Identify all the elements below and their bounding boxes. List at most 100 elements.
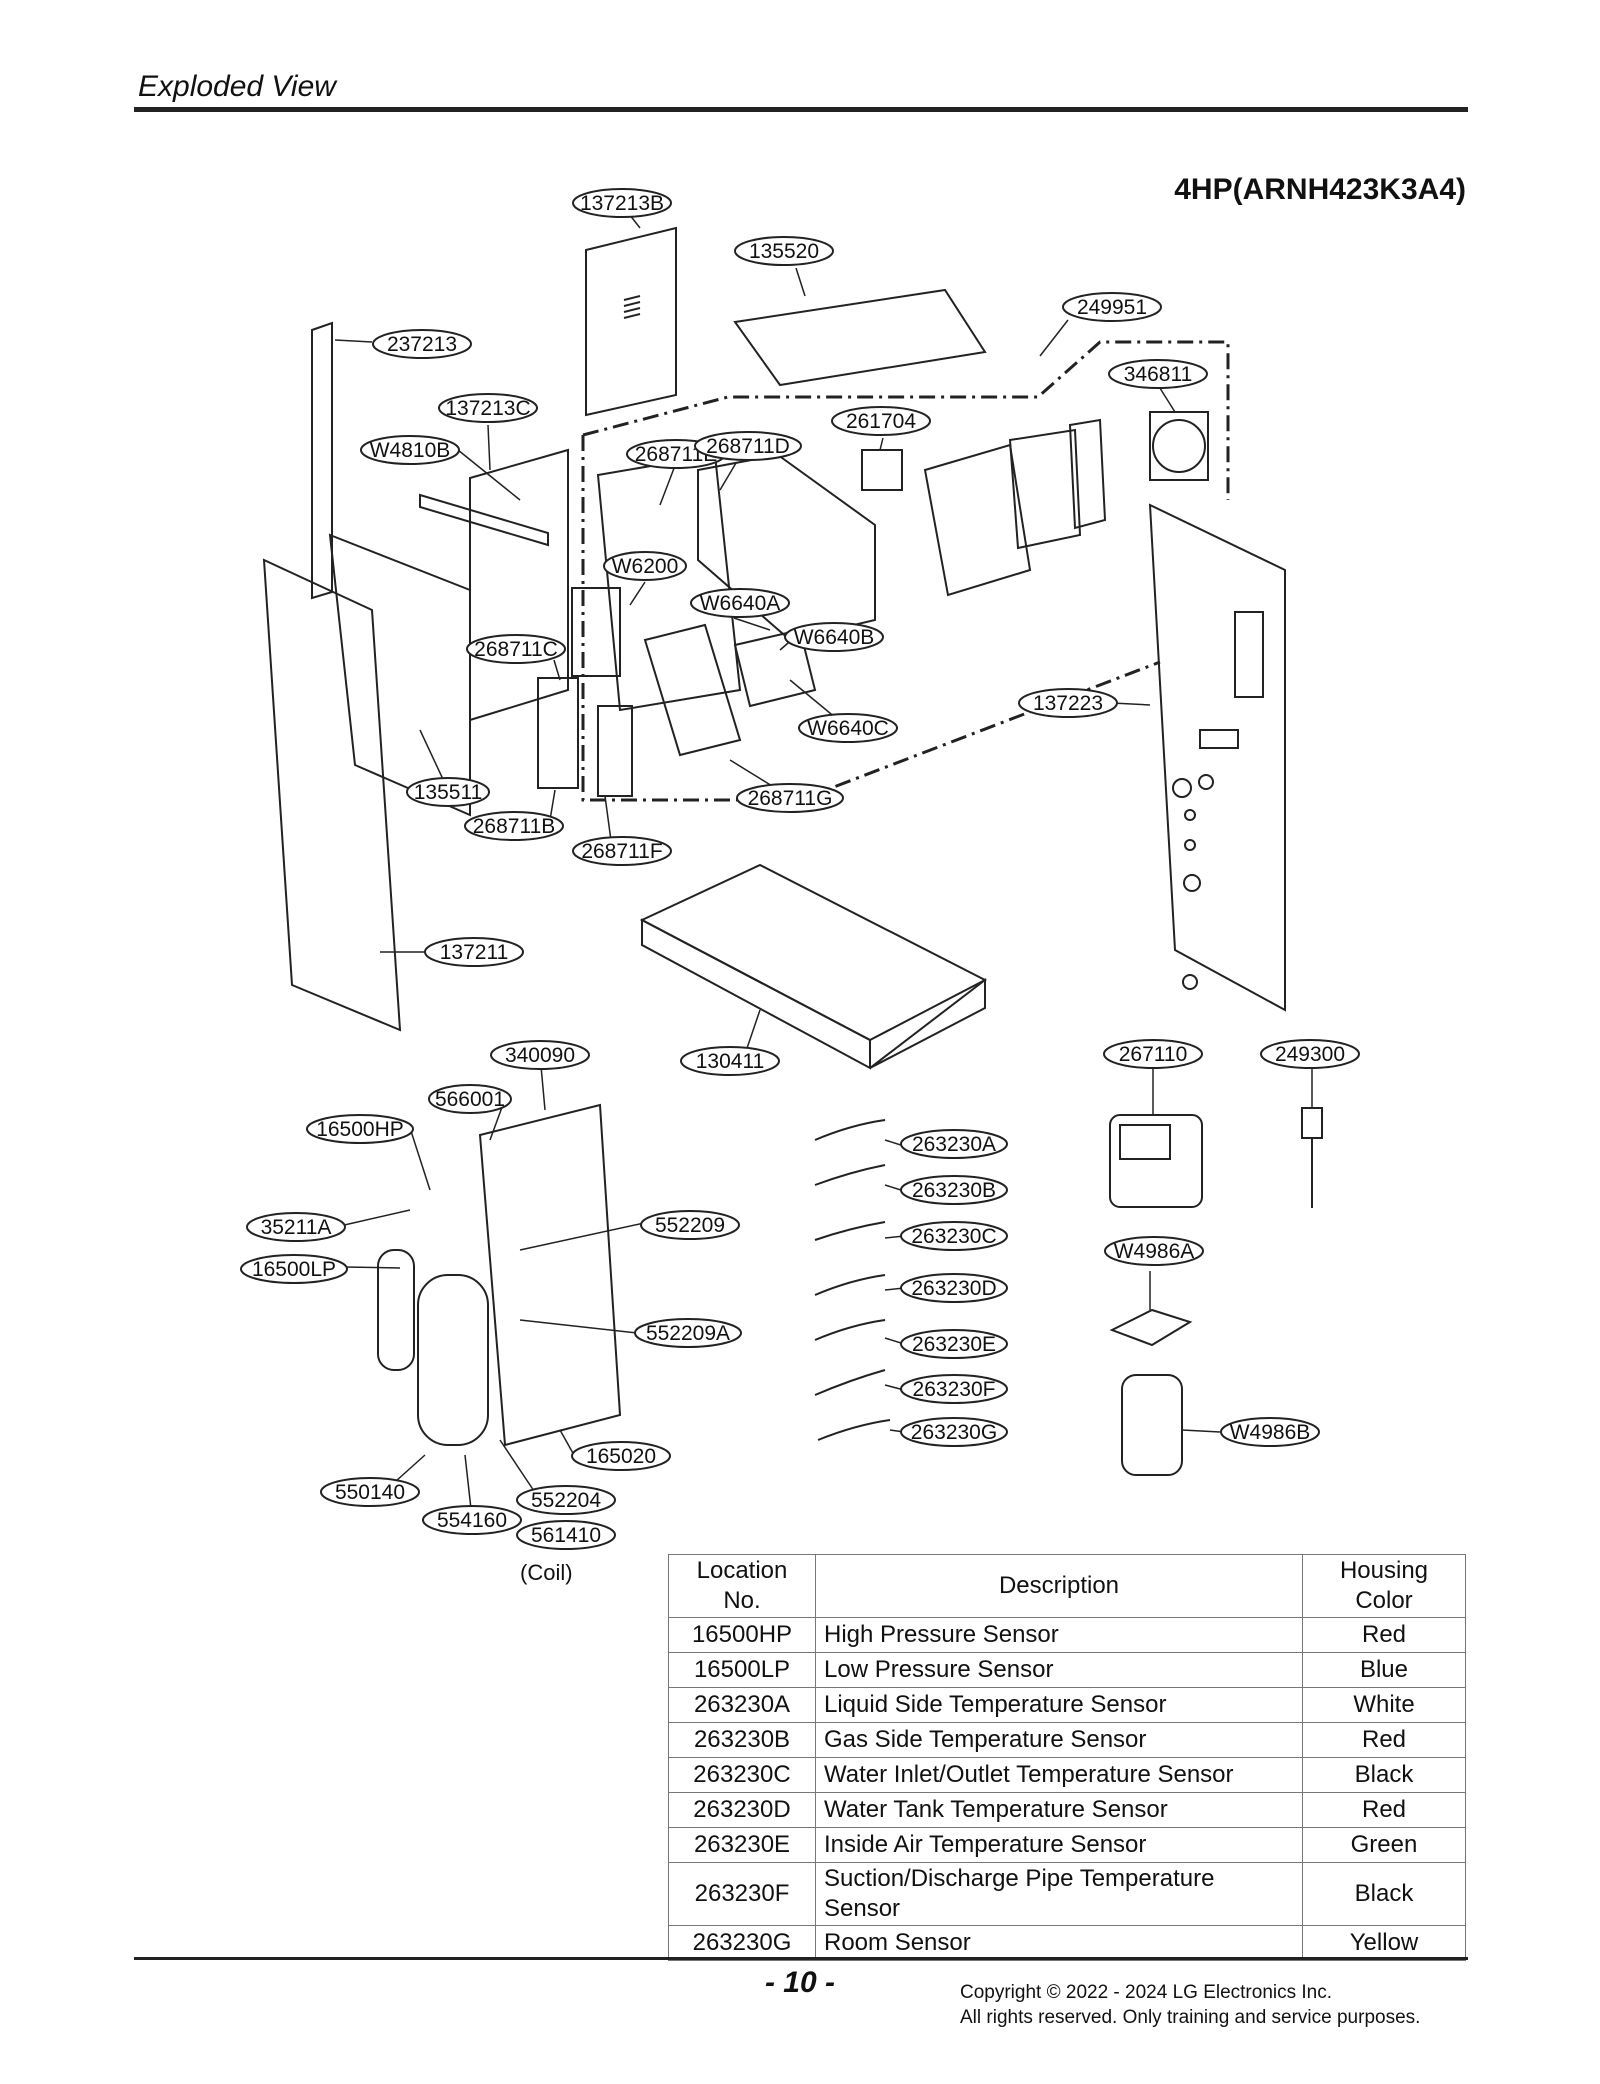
cell-location: 16500LP [668,1652,816,1688]
callout-bubble [798,713,898,743]
callout-label: 249951 [1077,296,1147,319]
callout-label: 137211 [440,941,509,964]
callout-label: 552204 [531,1489,601,1512]
top-panel-part [585,226,677,417]
cell-housing-color: Black [1302,1862,1466,1926]
cell-description: High Pressure Sensor [815,1617,1303,1653]
cell-housing-color: Yellow [1302,1925,1466,1961]
callout-bubble [246,1212,346,1242]
callout-label: W4810B [370,439,451,462]
cell-housing-color: White [1302,1687,1466,1723]
cover-w4986b-part [1121,1374,1183,1476]
callout-bubble [831,406,931,436]
callout-bubble [490,1040,590,1070]
callout-bubble [1260,1039,1360,1069]
page-number: - 10 - [764,1966,836,1999]
frame-part [1008,428,1082,550]
section-title: Exploded View [138,70,336,103]
sensor-263230c-part [814,1221,886,1241]
pcb-main-part [643,623,742,757]
callout-bubble [406,777,490,807]
callout-label: 263230A [912,1133,996,1156]
sensor-263230f-part [814,1369,886,1396]
callout-label: 35211A [261,1216,332,1239]
callout-label: W6640A [700,592,781,615]
callout-label: 263230B [912,1179,996,1202]
cover-plate-part [733,288,987,387]
copyright-notice: Copyright © 2022 - 2024 LG Electronics I… [960,1980,1420,2030]
callout-label: 137213C [445,397,530,420]
callout-bubble [422,1505,522,1535]
frame-part-2 [1068,418,1107,530]
callout-label: 135520 [749,240,819,263]
callout-bubble [734,236,834,266]
display-window-part [1199,729,1239,749]
cell-location: 263230A [668,1687,816,1723]
pcb-w6200-part [571,587,621,677]
heat-exchanger-part [478,1103,622,1447]
compressor-part [417,1274,489,1446]
coil-note: (Coil) [520,1560,573,1585]
base-tray-part [639,863,988,1042]
callout-bubble [1104,1236,1204,1266]
cell-housing-color: Black [1302,1757,1466,1793]
callout-label: 552209A [646,1322,730,1345]
callout-bubble [571,1441,671,1471]
callout-bubble [690,588,790,618]
callout-bubble [1220,1417,1320,1447]
callout-label: 554160 [437,1509,507,1532]
knob-part [1172,778,1192,798]
callout-label: 263230C [911,1225,996,1248]
callout-bubble [424,937,524,967]
callout-bubble [428,1084,512,1114]
callout-label: W6200 [612,555,679,578]
callout-bubble [900,1221,1008,1251]
callout-bubble [1103,1039,1203,1069]
header-divider [134,107,1468,112]
callout-bubble [603,551,687,581]
callout-label: W6640C [807,717,889,740]
callout-label: 268711G [748,787,833,810]
inner-panel-part [328,533,471,817]
callout-label: 263230E [912,1333,996,1356]
left-side-panel-part [262,558,402,1032]
callout-bubble [634,1318,742,1348]
callout-label-group: 137213B135520249951237213346811137213C26… [240,188,1360,1550]
callout-label: 137213B [580,192,664,215]
callout-bubble [372,329,472,359]
callout-bubble [736,783,844,813]
callout-label: W6640B [794,626,875,649]
cell-housing-color: Blue [1302,1652,1466,1688]
sensor-263230a-part [814,1119,886,1141]
cell-description: Low Pressure Sensor [815,1652,1303,1688]
callout-bubble [694,431,802,461]
callout-label: 130411 [696,1050,765,1073]
callout-label: 340090 [505,1044,575,1067]
callout-label: 566001 [435,1088,505,1111]
cell-housing-color: Green [1302,1827,1466,1863]
callout-bubble [1018,688,1118,718]
sensor-table: Location No. Description Housing Color 1… [668,1554,1466,1961]
cell-description: Suction/Discharge Pipe Temperature Senso… [815,1862,1303,1926]
callout-label: 268711F [581,840,662,863]
callout-bubble [516,1485,616,1515]
callout-bubble [900,1273,1008,1303]
callout-label: 561410 [531,1524,601,1547]
callout-bubble [1108,359,1208,389]
callout-bubble [784,622,884,652]
cell-location: 263230F [668,1862,816,1926]
sensor-263230g-part [817,1419,891,1441]
callout-label: 16500HP [316,1118,404,1141]
callout-label: 552209 [655,1214,725,1237]
callout-label: 346811 [1124,363,1193,386]
sensor-263230e-part [814,1319,886,1341]
cell-description: Water Inlet/Outlet Temperature Sensor [815,1757,1303,1793]
